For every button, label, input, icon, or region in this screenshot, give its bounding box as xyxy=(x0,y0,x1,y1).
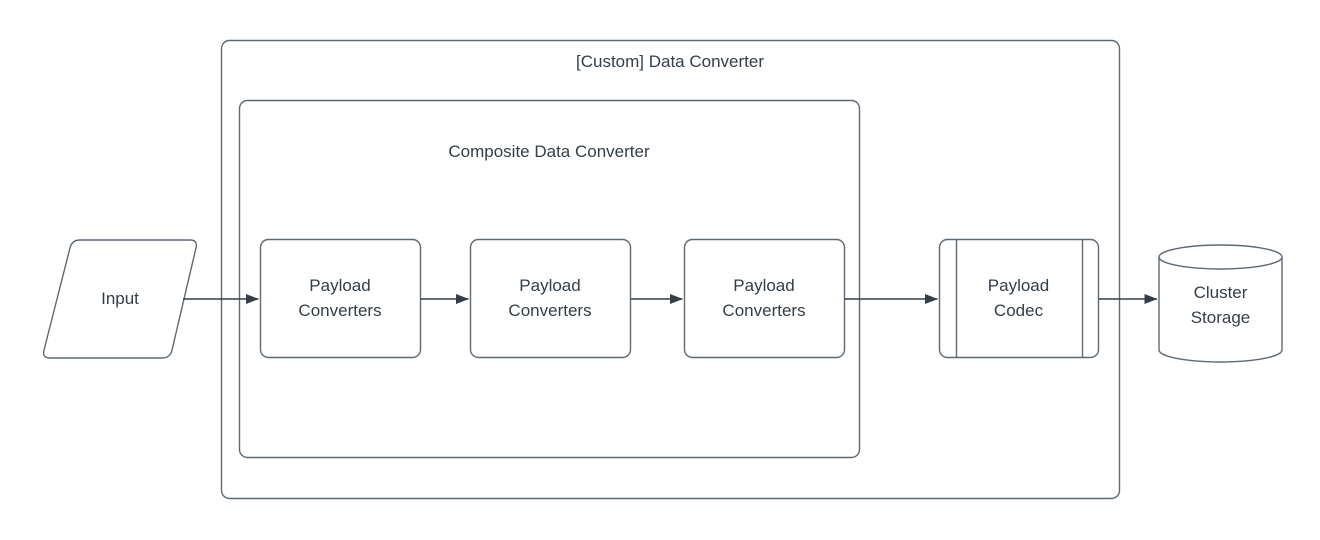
custom-data-converter-group-box xyxy=(220,39,1121,500)
cluster-storage-top-ellipse xyxy=(1158,244,1283,270)
cluster-storage-body xyxy=(1158,257,1283,363)
payload-codec-shape xyxy=(938,238,1100,359)
input-shape xyxy=(42,239,198,359)
payload-converters-shape-3 xyxy=(683,238,846,359)
composite-data-converter-group-box xyxy=(238,99,861,459)
payload-converters-shape-1 xyxy=(259,238,422,359)
payload-converters-shape-2 xyxy=(469,238,632,359)
